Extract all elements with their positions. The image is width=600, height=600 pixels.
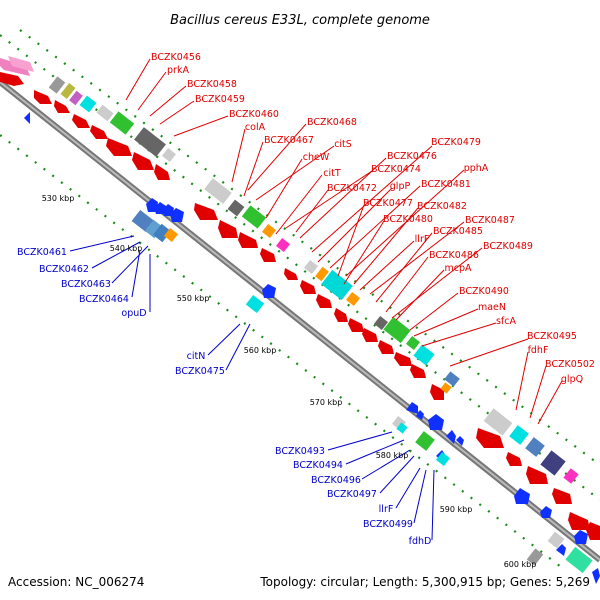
gene-label-BCZK0497: BCZK0497 bbox=[327, 489, 377, 500]
gene-label-BCZK0499: BCZK0499 bbox=[363, 519, 413, 530]
gene-label-BCZK0459: BCZK0459 bbox=[195, 94, 245, 105]
gene-label-BCZK0460: BCZK0460 bbox=[229, 109, 279, 120]
gene-label-BCZK0461: BCZK0461 bbox=[17, 247, 67, 258]
gene-label-maeN: maeN bbox=[478, 302, 506, 313]
gene-label-glpP: glpP bbox=[390, 181, 411, 192]
gc-dotted-tracks bbox=[0, 29, 600, 571]
gene-label-BCZK0476: BCZK0476 bbox=[387, 151, 437, 162]
genome-backbone-highlight bbox=[0, 81, 600, 561]
forward-labels: BCZK0456 prkA BCZK0458 BCZK0459 BCZK0460… bbox=[151, 52, 595, 385]
gene-label-BCZK0486: BCZK0486 bbox=[429, 250, 479, 261]
genome-summary-text: Topology: circular; Length: 5,300,915 bp… bbox=[259, 575, 590, 589]
forward-leader-lines bbox=[125, 58, 563, 425]
gene-label-BCZK0479: BCZK0479 bbox=[431, 137, 481, 148]
gene-label-BCZK0485: BCZK0485 bbox=[433, 226, 483, 237]
gene-label-BCZK0464: BCZK0464 bbox=[79, 294, 129, 305]
gene-label-BCZK0458: BCZK0458 bbox=[187, 79, 237, 90]
kbp-tick-label: 550 kbp bbox=[177, 294, 210, 303]
forward-gene-arrows bbox=[0, 72, 600, 540]
kbp-tick-label: 530 kbp bbox=[42, 194, 75, 203]
kbp-tick-label: 590 kbp bbox=[440, 505, 473, 514]
gene-label-BCZK0482: BCZK0482 bbox=[417, 201, 467, 212]
gene-label-BCZK0475: BCZK0475 bbox=[175, 366, 225, 377]
kbp-tick-label: 560 kbp bbox=[244, 346, 277, 355]
gene-label-BCZK0474: BCZK0474 bbox=[371, 164, 421, 175]
gene-label-colA: colA bbox=[245, 122, 266, 133]
gene-label-BCZK0489: BCZK0489 bbox=[483, 241, 533, 252]
kbp-tick-label: 600 kbp bbox=[504, 560, 537, 569]
gene-label-fdhD: fdhD bbox=[409, 536, 432, 547]
gene-label-BCZK0494: BCZK0494 bbox=[293, 460, 343, 471]
gene-label-BCZK0463: BCZK0463 bbox=[61, 279, 111, 290]
reverse-feature-blocks bbox=[131, 209, 593, 574]
gene-label-BCZK0467: BCZK0467 bbox=[264, 135, 314, 146]
gene-label-llrF-reverse: llrF bbox=[379, 504, 394, 515]
kbp-tick-label: 570 kbp bbox=[310, 398, 343, 407]
kbp-tick-label: 540 kbp bbox=[110, 244, 143, 253]
reverse-gene-arrows bbox=[24, 112, 600, 584]
kbp-tick-labels: 530 kbp 540 kbp 550 kbp 560 kbp 570 kbp … bbox=[42, 194, 537, 569]
gene-label-BCZK0480: BCZK0480 bbox=[383, 214, 433, 225]
gene-label-citT: citT bbox=[323, 168, 341, 179]
accession-text: Accession: NC_006274 bbox=[8, 575, 144, 589]
gene-label-opuD: opuD bbox=[121, 308, 146, 319]
reverse-labels: BCZK0461 BCZK0462 BCZK0463 BCZK0464 opuD… bbox=[17, 247, 431, 547]
gene-label-BCZK0468: BCZK0468 bbox=[307, 117, 357, 128]
gene-label-BCZK0477: BCZK0477 bbox=[363, 198, 413, 209]
gene-label-BCZK0493: BCZK0493 bbox=[275, 446, 325, 457]
gene-label-cheW: cheW bbox=[303, 152, 330, 163]
gene-label-glpQ: glpQ bbox=[561, 374, 583, 385]
gene-label-sfcA: sfcA bbox=[496, 316, 517, 327]
gene-label-BCZK0490: BCZK0490 bbox=[459, 286, 509, 297]
gene-label-BCZK0456: BCZK0456 bbox=[151, 52, 201, 63]
map-title: Bacillus cereus E33L, complete genome bbox=[170, 13, 430, 28]
gene-label-BCZK0481: BCZK0481 bbox=[421, 179, 471, 190]
gene-label-BCZK0502: BCZK0502 bbox=[545, 359, 595, 370]
gene-label-citN: citN bbox=[187, 351, 206, 362]
gene-label-BCZK0487: BCZK0487 bbox=[465, 215, 515, 226]
gene-label-fdhF: fdhF bbox=[528, 345, 549, 356]
gene-label-BCZK0496: BCZK0496 bbox=[311, 475, 361, 486]
gene-label-BCZK0495: BCZK0495 bbox=[527, 331, 577, 342]
forward-feature-blocks bbox=[0, 56, 579, 484]
kbp-tick-label: 580 kbp bbox=[376, 451, 409, 460]
gene-label-BCZK0462: BCZK0462 bbox=[39, 264, 89, 275]
gene-label-llrF: llrF bbox=[415, 234, 430, 245]
gene-label-pphA: pphA bbox=[464, 163, 489, 174]
gene-label-BCZK0472: BCZK0472 bbox=[327, 183, 377, 194]
gene-label-citS: citS bbox=[334, 139, 352, 150]
gene-label-mcpA: mcpA bbox=[444, 263, 472, 274]
gene-label-prkA: prkA bbox=[167, 65, 189, 76]
reverse-leader-lines bbox=[69, 235, 435, 541]
